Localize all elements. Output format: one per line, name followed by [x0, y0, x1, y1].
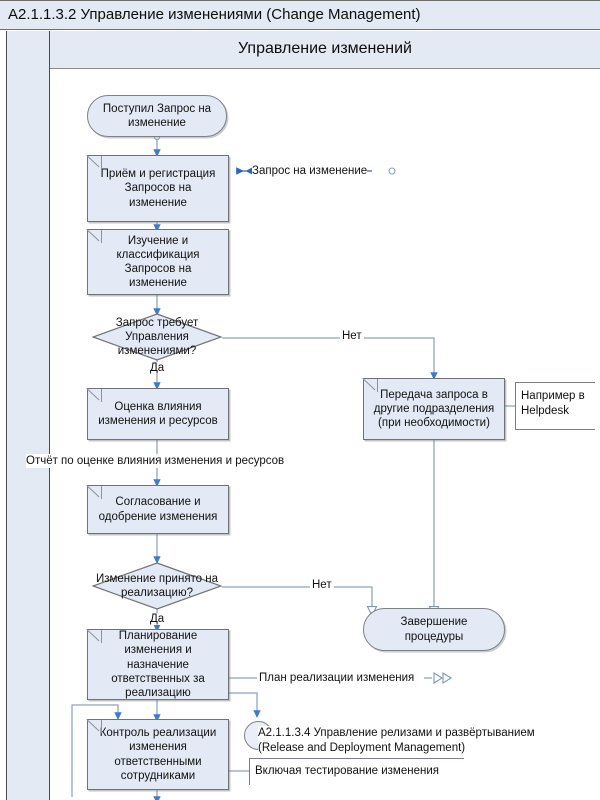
node-receive[interactable]: Приём и регистрация Запросов на изменени… — [87, 155, 229, 222]
annotation-offpage-line2: (Release and Deployment Management) — [258, 741, 466, 756]
node-control[interactable]: Контроль реализации изменения ответствен… — [87, 719, 229, 790]
edge-label-plan-out: План реализации изменения — [259, 671, 415, 686]
node-decision-accepted-label: Изменение принято на реализацию? — [95, 572, 219, 599]
node-end[interactable]: Завершение процедуры — [363, 608, 505, 651]
annotation-offpage-line1: A2.1.1.3.4 Управление релизами и развёрт… — [258, 726, 535, 741]
annotation-helpdesk: Например в Helpdesk — [515, 382, 595, 430]
lane-header-title: Управление изменений — [237, 40, 412, 57]
node-approve-label: Согласование и одобрение изменения — [98, 496, 218, 523]
node-start-label: Поступил Запрос на изменение — [102, 102, 212, 129]
page-title-bar: A2.1.1.3.2 Управление изменениями (Chang… — [0, 0, 600, 30]
edge-label-no-2: Нет — [310, 579, 334, 591]
node-end-label: Завершение процедуры — [400, 616, 468, 643]
edge-label-no-1: Нет — [340, 330, 364, 342]
diamond-shape — [91, 313, 223, 361]
node-assess-label: Оценка влияния изменения и ресурсов — [98, 400, 218, 427]
edge-label-request-in: Запрос на изменение — [252, 164, 368, 179]
node-start[interactable]: Поступил Запрос на изменение — [87, 95, 227, 137]
diamond-shape — [91, 562, 223, 610]
node-assess[interactable]: Оценка влияния изменения и ресурсов — [87, 388, 229, 440]
node-receive-label: Приём и регистрация Запросов на изменени… — [100, 168, 216, 209]
node-plan[interactable]: Планирование изменения и назначение отве… — [87, 629, 229, 700]
edge-label-yes-2: Да — [148, 613, 167, 625]
node-decision-accepted[interactable]: Изменение принято на реализацию? — [91, 562, 223, 610]
node-forward-label: Передача запроса в другие подразделения … — [373, 388, 495, 429]
annotation-testing-text: Включая тестирование изменения — [255, 764, 439, 779]
node-control-label: Контроль реализации изменения ответствен… — [99, 727, 217, 782]
edge-label-report: Отчёт по оценке влияния изменения и ресу… — [26, 454, 285, 469]
lane-header: Управление изменений — [50, 31, 600, 69]
edge-label-yes-1: Да — [148, 362, 167, 374]
page-title: A2.1.1.3.2 Управление изменениями (Chang… — [8, 6, 421, 23]
node-classify[interactable]: Изучение и классификация Запросов на изм… — [87, 229, 229, 295]
node-decision-needs-cm[interactable]: Запрос требует Управления изменениями? — [91, 313, 223, 361]
node-forward[interactable]: Передача запроса в другие подразделения … — [363, 378, 505, 440]
node-classify-label: Изучение и классификация Запросов на изм… — [116, 234, 200, 290]
node-approve[interactable]: Согласование и одобрение изменения — [87, 485, 229, 534]
node-decision-needs-cm-label: Запрос требует Управления изменениями? — [115, 316, 199, 357]
annotation-helpdesk-text: Например в Helpdesk — [521, 389, 593, 419]
lane-column — [6, 31, 50, 800]
annotation-testing: Включая тестирование изменения — [249, 758, 464, 785]
node-plan-label: Планирование изменения и назначение отве… — [111, 630, 205, 699]
